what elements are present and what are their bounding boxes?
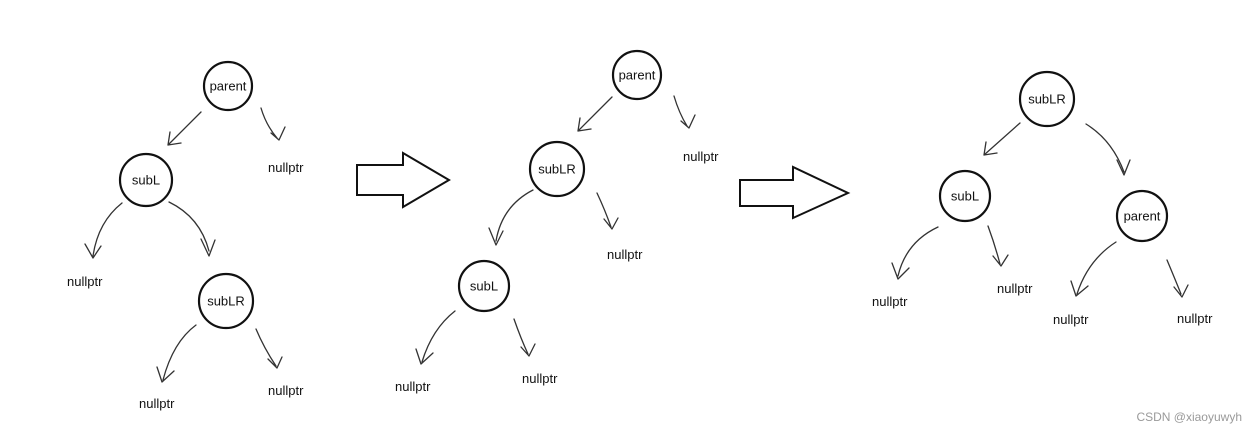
nullptr-label: nullptr — [997, 281, 1033, 296]
nullptr-label: nullptr — [1177, 311, 1213, 326]
svg-text:parent: parent — [1124, 209, 1161, 224]
node-subLR: subLR — [528, 140, 586, 198]
transition-arrow-1 — [356, 151, 451, 209]
nullptr-label: nullptr — [872, 294, 908, 309]
nullptr-label: nullptr — [683, 149, 719, 164]
svg-text:subLR: subLR — [207, 294, 245, 309]
nullptr-label: nullptr — [522, 371, 558, 386]
diagram-1-edges — [84, 107, 286, 383]
svg-text:subL: subL — [132, 173, 160, 188]
node-subLR: subLR — [1018, 70, 1076, 128]
node-subL: subL — [118, 152, 174, 208]
nullptr-label: nullptr — [67, 274, 103, 289]
watermark: CSDN @xiaoyuwyh — [1136, 410, 1242, 424]
svg-text:subLR: subLR — [1028, 92, 1066, 107]
node-parent: parent — [611, 49, 663, 101]
node-subL: subL — [938, 169, 992, 223]
svg-text:parent: parent — [619, 68, 656, 83]
node-subL: subL — [457, 259, 511, 313]
nullptr-label: nullptr — [607, 247, 643, 262]
nullptr-label: nullptr — [395, 379, 431, 394]
node-parent: parent — [202, 60, 254, 112]
nullptr-label: nullptr — [139, 396, 175, 411]
svg-text:subLR: subLR — [538, 162, 576, 177]
transition-arrow-2 — [739, 165, 851, 220]
svg-text:subL: subL — [951, 189, 979, 204]
node-subLR: subLR — [197, 272, 255, 330]
nullptr-label: nullptr — [268, 160, 304, 175]
nullptr-label: nullptr — [1053, 312, 1089, 327]
diagram-3-edges — [891, 122, 1189, 298]
node-parent: parent — [1115, 189, 1169, 243]
svg-text:subL: subL — [470, 279, 498, 294]
nullptr-label: nullptr — [268, 383, 304, 398]
diagram-2-edges — [415, 95, 696, 365]
svg-text:parent: parent — [210, 79, 247, 94]
